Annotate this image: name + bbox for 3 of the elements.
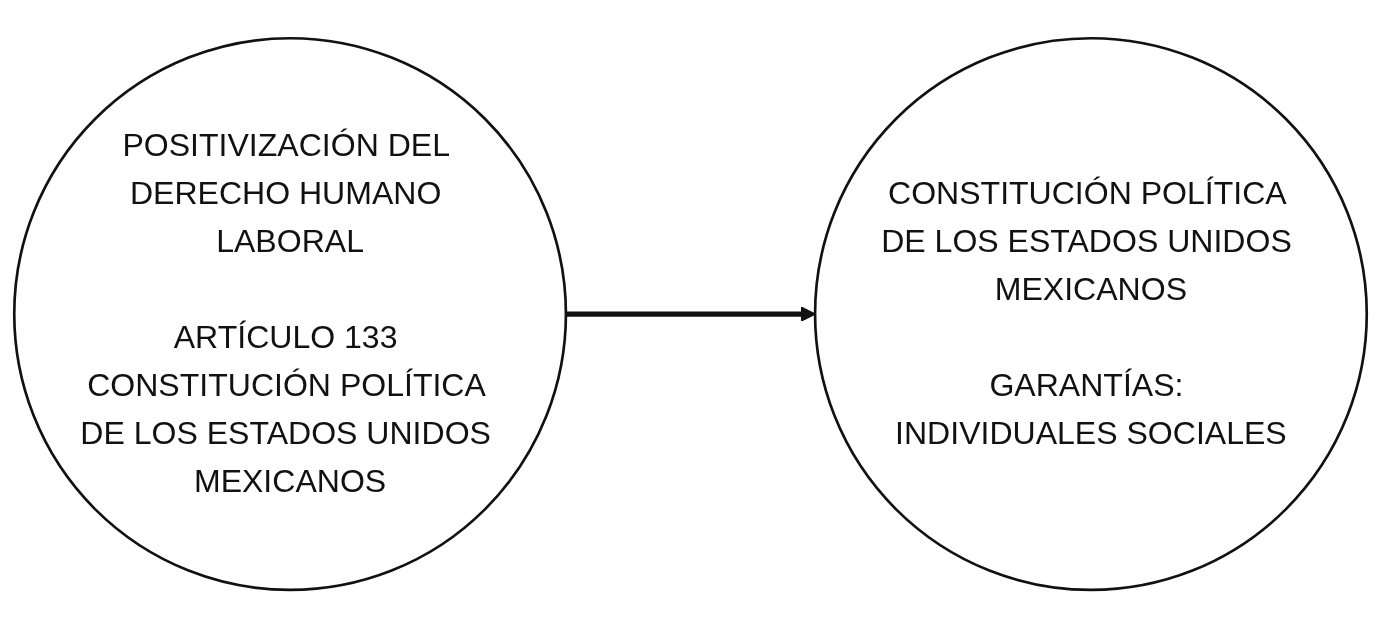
arrow	[565, 306, 816, 323]
node-circle: CONSTITUCIÓN POLÍTICA DE LOS ESTADOS UNIDOS MEXICANOS GARANTÍAS: INDIVIDUALES SOCIALES	[813, 37, 1369, 592]
node-circle: POSITIVIZACIÓN DEL DERECHO HUMANO LABORAL ARTÍCULO 133 CONSTITUCIÓN POLÍTICA DE LOS ESTADOS UNIDOS MEXICANOS	[12, 37, 568, 592]
